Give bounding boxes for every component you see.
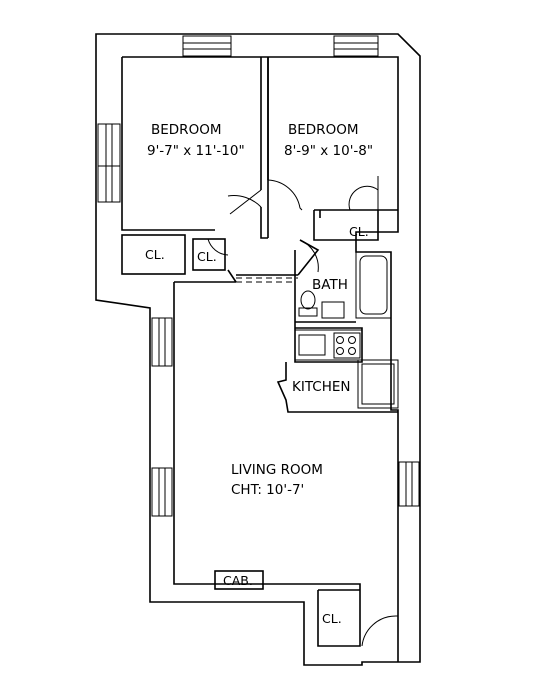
refrigerator-door: [361, 363, 395, 405]
bedroom2-size: 8'-9" x 10'-8": [284, 143, 373, 159]
kitchen-counter: [294, 329, 363, 361]
door-bed2-closet: [348, 176, 379, 211]
window-bed1-side-b: [97, 165, 121, 203]
bath-sink: [321, 301, 345, 319]
bathtub: [355, 251, 392, 319]
bathtub-inner: [359, 255, 388, 315]
closet-bed1-label: CL.: [145, 247, 165, 262]
window-living-a: [151, 317, 173, 367]
ceiling-height: CHT: 10'-7': [231, 482, 304, 498]
door-bedroom1: [227, 189, 262, 215]
burner: [336, 336, 344, 344]
refrigerator: [357, 359, 399, 409]
bedroom2-label: BEDROOM: [288, 122, 358, 138]
door-bath: [299, 239, 319, 273]
bedroom1-wall: [121, 57, 269, 239]
window-living-b: [151, 467, 173, 517]
door-bedroom2: [267, 179, 303, 211]
closet-entry-label: CL.: [322, 611, 342, 626]
kitchen-wall: [276, 362, 398, 413]
bedroom2-wall: [267, 57, 398, 241]
cabinet-box: [214, 570, 264, 590]
kitchen-sink: [298, 334, 326, 356]
toilet-bowl: [300, 290, 316, 310]
outer-wall: [95, 33, 421, 666]
bath-label: BATH: [312, 277, 348, 293]
kitchen-label: KITCHEN: [292, 379, 351, 395]
burner: [336, 347, 344, 355]
window-living-right: [398, 461, 420, 507]
closet-bed1-box: [121, 234, 186, 275]
toilet-tank: [298, 307, 318, 317]
cabinet-label: CAB.: [223, 573, 253, 588]
stove: [333, 332, 361, 359]
closet-entry-wall: [317, 589, 360, 645]
burner: [348, 347, 356, 355]
bedroom1-label: BEDROOM: [151, 122, 221, 138]
window-bed1-side-a: [97, 123, 121, 167]
bedroom1-size: 9'-7" x 11'-10": [147, 143, 245, 159]
hallway-wall: [174, 239, 320, 283]
living-room-label: LIVING ROOM: [231, 462, 323, 478]
door-hall-closet: [207, 238, 229, 256]
window-bed2-top: [333, 35, 379, 57]
window-bed1-top: [182, 35, 232, 57]
burner: [348, 336, 356, 344]
closet-bed2-label: CL.: [349, 224, 369, 239]
closet-hall-label: CL.: [197, 249, 217, 264]
door-entry: [361, 615, 398, 647]
bath-threshold: [236, 277, 298, 283]
